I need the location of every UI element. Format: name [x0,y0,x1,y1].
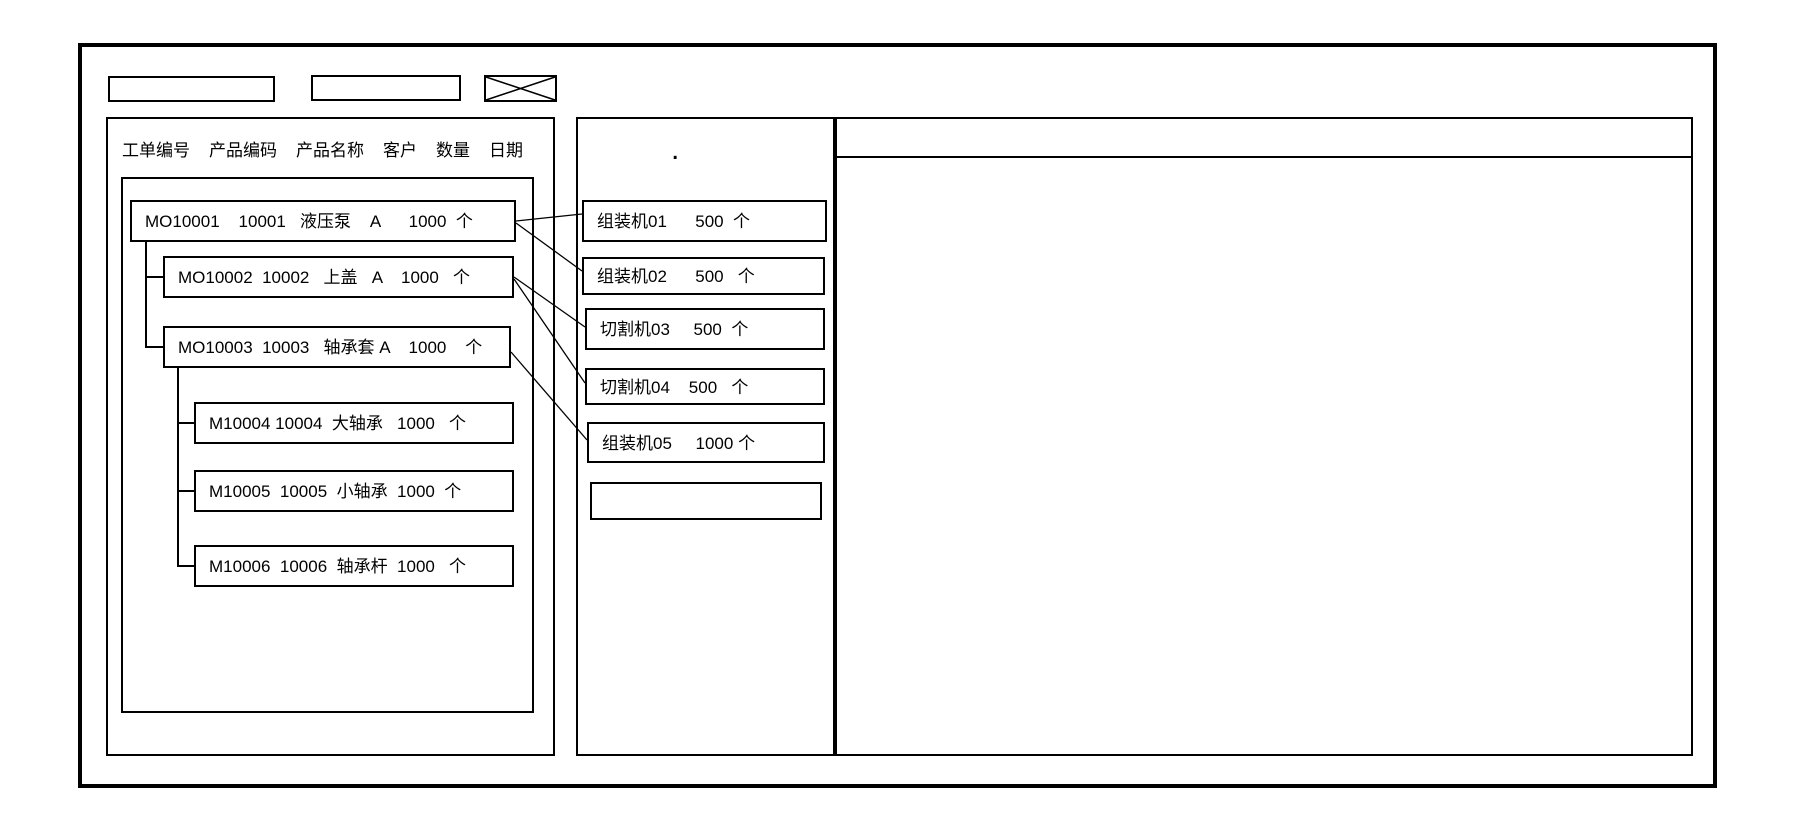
image-placeholder-icon[interactable] [484,75,557,102]
order-node-m10004[interactable]: M10004 10004 大轴承 1000 个 [194,402,514,444]
machine-box-qiegeji03[interactable]: 切割机03 500 个 [585,308,825,350]
order-node-mo10001[interactable]: MO10001 10001 液压泵 A 1000 个 [130,200,516,242]
machine-box-zuzhuangji05[interactable]: 组装机05 1000 个 [587,422,825,463]
header-quantity: 数量 [436,141,470,160]
input-field-b[interactable] [311,75,461,101]
header-customer: 客户 [383,141,417,160]
order-node-mo10002[interactable]: MO10002 10002 上盖 A 1000 个 [163,256,514,298]
order-node-mo10003[interactable]: MO10003 10003 轴承套 A 1000 个 [163,326,511,368]
detail-panel [835,117,1693,756]
stray-dot-mark: . [671,133,680,166]
machine-box-qiegeji04[interactable]: 切割机04 500 个 [585,368,825,405]
order-node-m10006[interactable]: M10006 10006 轴承杆 1000 个 [194,545,514,587]
header-date: 日期 [489,141,523,160]
detail-panel-header-divider [835,156,1693,158]
machine-box-zuzhuangji01[interactable]: 组装机01 500 个 [582,200,827,242]
order-node-m10005[interactable]: M10005 10005 小轴承 1000 个 [194,470,514,512]
header-product-name: 产品名称 [296,141,364,160]
order-tree-container [121,177,534,713]
order-table-header: 工单编号 产品编码 产品名称 客户 数量 日期 [122,140,523,162]
header-order-no: 工单编号 [122,141,190,160]
header-product-code: 产品编码 [209,141,277,160]
machine-box-zuzhuangji02[interactable]: 组装机02 500 个 [582,257,825,295]
machine-box-empty-slot[interactable] [590,482,822,520]
input-field-a[interactable] [108,76,275,102]
